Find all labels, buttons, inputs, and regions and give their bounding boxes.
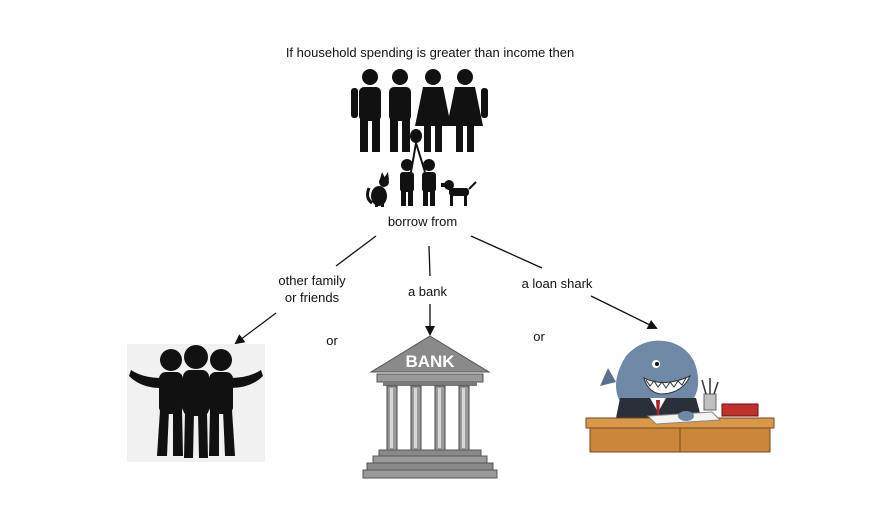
option-label-family: other family or friends xyxy=(262,272,362,306)
option-label-bank: a bank xyxy=(407,284,448,299)
connector-to-bank xyxy=(428,245,431,277)
separator-or-2: or xyxy=(533,329,545,344)
bank-sign: BANK xyxy=(405,352,455,371)
arrow-to-friends xyxy=(234,312,277,345)
bank-building-icon: BANK xyxy=(362,335,498,479)
arrow-to-shark xyxy=(590,295,658,329)
connector-to-family xyxy=(335,235,377,267)
dog-icon xyxy=(441,180,477,206)
friends-group-icon xyxy=(127,344,265,462)
diagram-title: If household spending is greater than in… xyxy=(285,45,575,60)
loan-shark-desk-icon xyxy=(585,340,775,453)
option-label-family-line2: or friends xyxy=(284,290,340,305)
center-label: borrow from xyxy=(387,214,458,229)
option-label-shark: a loan shark xyxy=(521,276,593,291)
connector-to-shark xyxy=(470,235,543,269)
separator-or-1: or xyxy=(326,333,338,348)
family-household-icon xyxy=(351,69,488,207)
cat-icon xyxy=(366,172,389,207)
option-label-family-line1: other family xyxy=(278,273,346,288)
